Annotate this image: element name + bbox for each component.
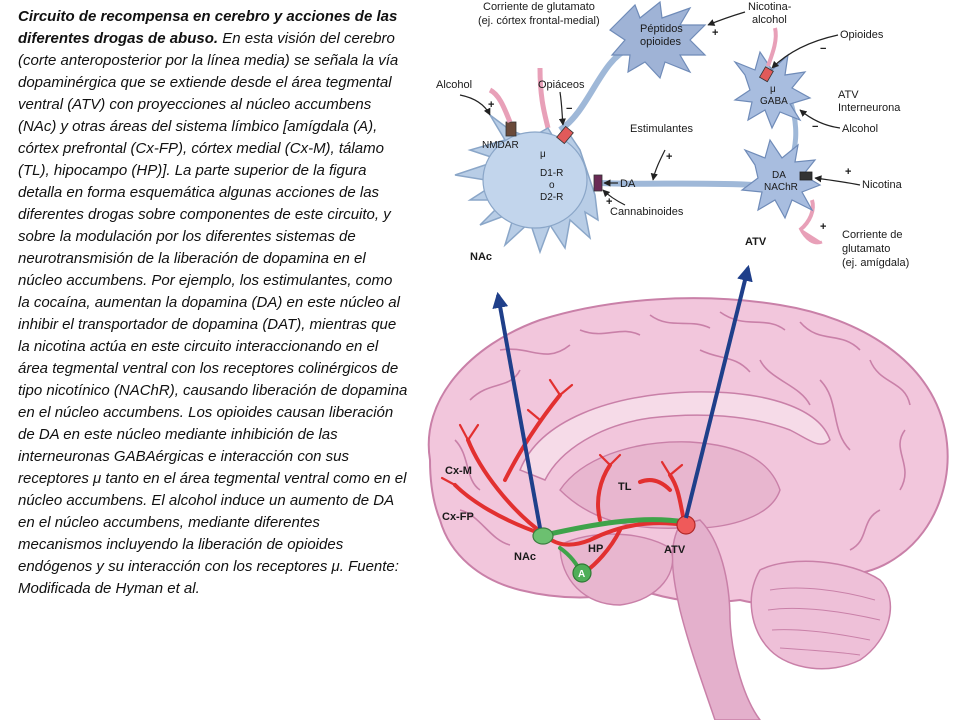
schematic-panel: Corriente de glutamato (ej. córtex front…	[436, 0, 909, 269]
caption-title: Circuito de recompensa en cerebro y acci…	[18, 8, 398, 47]
gaba-neuron	[733, 50, 812, 130]
d1r-label: D1-R	[540, 168, 563, 179]
brainstem	[671, 519, 761, 720]
sign-nicotina-alcohol: +	[712, 27, 718, 39]
arrow-alcohol	[459, 94, 491, 116]
da-arrow-label: DA	[620, 178, 636, 190]
brain-label-cxm: Cx-M	[445, 465, 472, 477]
sign-glutamato-amigdala: +	[820, 221, 826, 233]
arrow-opiaceos	[558, 91, 566, 126]
arrow-nicotina	[814, 175, 861, 186]
gaba-mu-receptor	[758, 66, 774, 83]
alcohol-right-label: Alcohol	[842, 123, 878, 135]
nac-title: NAc	[470, 251, 492, 263]
cerebellum	[750, 560, 892, 670]
nicotina-terminal	[766, 27, 778, 67]
nmdar-label: NMDAR	[482, 140, 519, 151]
glutamate-amygdala-axon	[798, 199, 815, 232]
nicotina-alcohol-label-2: alcohol	[752, 14, 787, 26]
nac-nucleus	[532, 527, 554, 545]
arrow-cannabinoides	[602, 189, 626, 206]
alcohol-left-label: Alcohol	[436, 79, 472, 91]
o-label: o	[549, 180, 555, 191]
brain-label-nac: NAc	[514, 551, 536, 563]
opiaceos-label: Opiáceos	[538, 79, 585, 91]
reward-circuit-diagram: Corriente de glutamato (ej. córtex front…	[427, 0, 949, 720]
nac-neuron	[454, 114, 599, 255]
interneurona-label: Interneurona	[838, 102, 901, 114]
opioides-label: Opioides	[840, 29, 884, 41]
atv-title: ATV	[745, 236, 767, 248]
figure-caption: Circuito de recompensa en cerebro y acci…	[18, 6, 408, 600]
brain-label-tl: TL	[618, 481, 632, 493]
brain-sagittal: Cx-M Cx-FP TL NAc HP ATV A	[427, 264, 949, 720]
arrow-estimulantes	[650, 149, 666, 181]
arrow-nicotina-alcohol	[707, 11, 746, 26]
red-branches	[440, 378, 684, 487]
glutamate-axon-top	[537, 67, 551, 129]
estimulantes-label: Estimulantes	[630, 123, 693, 135]
cerebellum-folia	[767, 587, 881, 656]
alcohol-terminal	[488, 87, 513, 123]
arrow-to-atv	[684, 264, 753, 519]
cannabinoides-label: Cannabinoides	[610, 206, 684, 218]
nachr-label: NAChR	[764, 182, 798, 193]
mu-gaba-label: μ	[770, 84, 776, 95]
d2r-label: D2-R	[540, 192, 563, 203]
atv-interneurona-label-1: ATV	[838, 89, 859, 101]
red-pathway	[453, 393, 687, 574]
brain-label-hp: HP	[588, 543, 603, 555]
opiaceos-receptor	[556, 125, 574, 145]
mu-nac-label: μ	[540, 149, 546, 160]
sign-opioides: −	[820, 43, 826, 55]
glutamato-amigdala-label-3: (ej. amígdala)	[842, 257, 909, 269]
brain-label-a: A	[578, 569, 585, 580]
da-cell-label: DA	[772, 170, 786, 181]
peptides-neuron	[609, 0, 707, 80]
arrow-alcohol-right	[799, 109, 841, 129]
temporal-region	[559, 533, 674, 606]
glutamato-cortex-label-2: (ej. córtex frontal-medial)	[478, 15, 600, 27]
gaba-label: GABA	[760, 96, 788, 107]
peptidos-label-1: Péptidos	[640, 23, 683, 35]
dopamine-receptor	[593, 174, 603, 192]
brain-label-cxfp: Cx-FP	[442, 511, 474, 523]
green-pathway	[542, 517, 688, 538]
atv-nucleus	[676, 515, 696, 535]
nmdar-receptor	[505, 121, 517, 137]
nicotina-label: Nicotina	[862, 179, 903, 191]
glutamate-amygdala-terminal	[798, 227, 823, 245]
sign-cannabinoides: +	[606, 196, 612, 208]
nicotina-alcohol-label-1: Nicotina-	[748, 1, 792, 13]
sign-opiaceos: −	[566, 103, 572, 115]
da-neuron	[740, 138, 822, 220]
glutamato-amigdala-label-2: glutamato	[842, 243, 890, 255]
brain-label-atv: ATV	[664, 544, 686, 556]
sign-alcohol: +	[488, 99, 494, 111]
glutamato-cortex-label-1: Corriente de glutamato	[483, 1, 595, 13]
sign-nicotina: +	[845, 166, 851, 178]
arrow-opioides	[771, 34, 839, 69]
peptidos-label-2: opioides	[640, 36, 681, 48]
nachr-receptor	[799, 171, 813, 181]
corpus-callosum	[519, 391, 831, 481]
arrow-to-nac	[492, 291, 542, 529]
glutamato-amigdala-label-1: Corriente de	[842, 229, 903, 241]
caption-body: En esta visión del cerebro (corte antero…	[18, 30, 408, 597]
amygdala-nucleus	[572, 563, 592, 583]
sign-estimulantes: +	[666, 151, 672, 163]
sign-alcohol-right: −	[812, 121, 818, 133]
